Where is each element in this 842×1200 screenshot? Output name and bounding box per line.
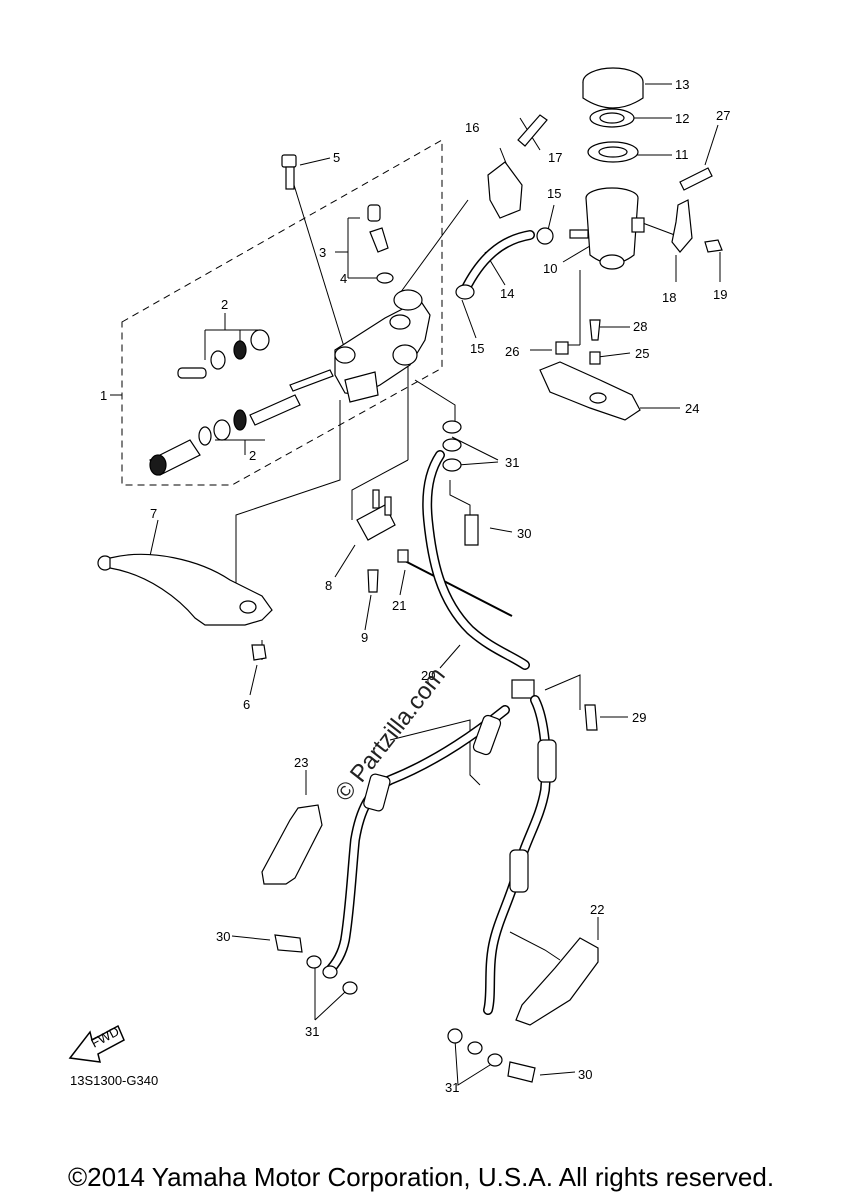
bracket-screw bbox=[704, 239, 723, 253]
washer bbox=[442, 458, 462, 472]
callout-2: 2 bbox=[249, 448, 256, 463]
reservoir-tank bbox=[569, 187, 645, 270]
union-bolt-left bbox=[274, 934, 303, 953]
callout-11: 11 bbox=[675, 147, 689, 162]
clamp-bolt bbox=[517, 114, 548, 147]
callout-28: 28 bbox=[633, 319, 647, 334]
bleed-screw bbox=[367, 204, 394, 284]
stay-nut bbox=[555, 341, 569, 355]
diaphragm bbox=[587, 141, 639, 163]
hose-clip-upper bbox=[536, 227, 554, 245]
callout-19: 19 bbox=[713, 287, 727, 302]
callout-24: 24 bbox=[685, 401, 699, 416]
callout-26: 26 bbox=[505, 344, 519, 359]
hose-bracket-left bbox=[261, 804, 323, 885]
master-cylinder-body bbox=[334, 289, 431, 403]
callout-2: 2 bbox=[221, 297, 228, 312]
piston-kit-lower bbox=[149, 394, 301, 476]
stay-screw bbox=[589, 319, 601, 341]
callout-14: 14 bbox=[500, 286, 514, 301]
reservoir-hose bbox=[460, 230, 535, 295]
washer bbox=[442, 438, 462, 452]
washer bbox=[442, 420, 462, 434]
assembly-boundary bbox=[121, 139, 443, 486]
callout-27: 27 bbox=[716, 108, 730, 123]
cable-tie bbox=[402, 559, 513, 617]
callout-5: 5 bbox=[333, 150, 340, 165]
lever-nut bbox=[251, 644, 267, 661]
reservoir-cap bbox=[582, 67, 644, 109]
callout-7: 7 bbox=[150, 506, 157, 521]
union-bolt bbox=[464, 514, 479, 546]
callout-31: 31 bbox=[305, 1024, 319, 1039]
callout-numbers: 1 2 2 3 4 5 6 7 8 9 10 11 12 13 14 15 15… bbox=[100, 77, 730, 1095]
callout-31: 31 bbox=[445, 1080, 459, 1095]
copyright-notice: ©2014 Yamaha Motor Corporation, U.S.A. A… bbox=[67, 1162, 775, 1192]
holder-clamp bbox=[487, 161, 523, 219]
callout-16: 16 bbox=[465, 120, 479, 135]
callout-10: 10 bbox=[543, 261, 557, 276]
callout-12: 12 bbox=[675, 111, 689, 126]
callout-13: 13 bbox=[675, 77, 689, 92]
reservoir-plate bbox=[589, 108, 635, 128]
washer bbox=[342, 981, 358, 995]
collar bbox=[589, 351, 601, 365]
piston-kit-upper bbox=[177, 329, 334, 392]
brake-lever bbox=[97, 553, 273, 626]
callout-9: 9 bbox=[361, 630, 368, 645]
hose-joint bbox=[511, 679, 535, 699]
callout-22: 22 bbox=[590, 902, 604, 917]
reservoir-stay bbox=[539, 361, 641, 421]
hose-clip-lower bbox=[455, 284, 475, 300]
leader-lines bbox=[110, 83, 721, 1086]
callout-25: 25 bbox=[635, 346, 649, 361]
callout-1: 1 bbox=[100, 388, 107, 403]
guide-bolt bbox=[584, 704, 598, 731]
cable-tie-head bbox=[397, 549, 409, 563]
fwd-arrow-icon: FWD bbox=[68, 1024, 125, 1063]
washer bbox=[487, 1053, 503, 1067]
washer bbox=[447, 1028, 463, 1044]
reservoir-bracket bbox=[671, 199, 693, 253]
callout-17: 17 bbox=[548, 150, 562, 165]
callout-15: 15 bbox=[470, 341, 484, 356]
callout-29: 29 bbox=[632, 710, 646, 725]
washer bbox=[322, 965, 338, 979]
hose-bracket-right bbox=[515, 937, 599, 1026]
callout-3: 3 bbox=[319, 245, 326, 260]
pivot-bolt bbox=[281, 154, 297, 190]
callout-30: 30 bbox=[517, 526, 531, 541]
callout-21: 21 bbox=[392, 598, 406, 613]
callout-18: 18 bbox=[662, 290, 676, 305]
callout-30: 30 bbox=[578, 1067, 592, 1082]
callout-30: 30 bbox=[216, 929, 230, 944]
reservoir-bolt bbox=[679, 167, 713, 191]
callout-8: 8 bbox=[325, 578, 332, 593]
washer bbox=[467, 1041, 483, 1055]
washer bbox=[306, 955, 322, 969]
callout-31: 31 bbox=[505, 455, 519, 470]
drawing-code: 13S1300-G340 bbox=[70, 1073, 159, 1088]
callout-6: 6 bbox=[243, 697, 250, 712]
union-bolt-right bbox=[507, 1061, 536, 1083]
switch-screw bbox=[367, 569, 379, 593]
callout-4: 4 bbox=[340, 271, 347, 286]
callout-15: 15 bbox=[547, 186, 561, 201]
brake-switch bbox=[356, 489, 396, 541]
callout-23: 23 bbox=[294, 755, 308, 770]
callout-20: 20 bbox=[421, 668, 435, 683]
